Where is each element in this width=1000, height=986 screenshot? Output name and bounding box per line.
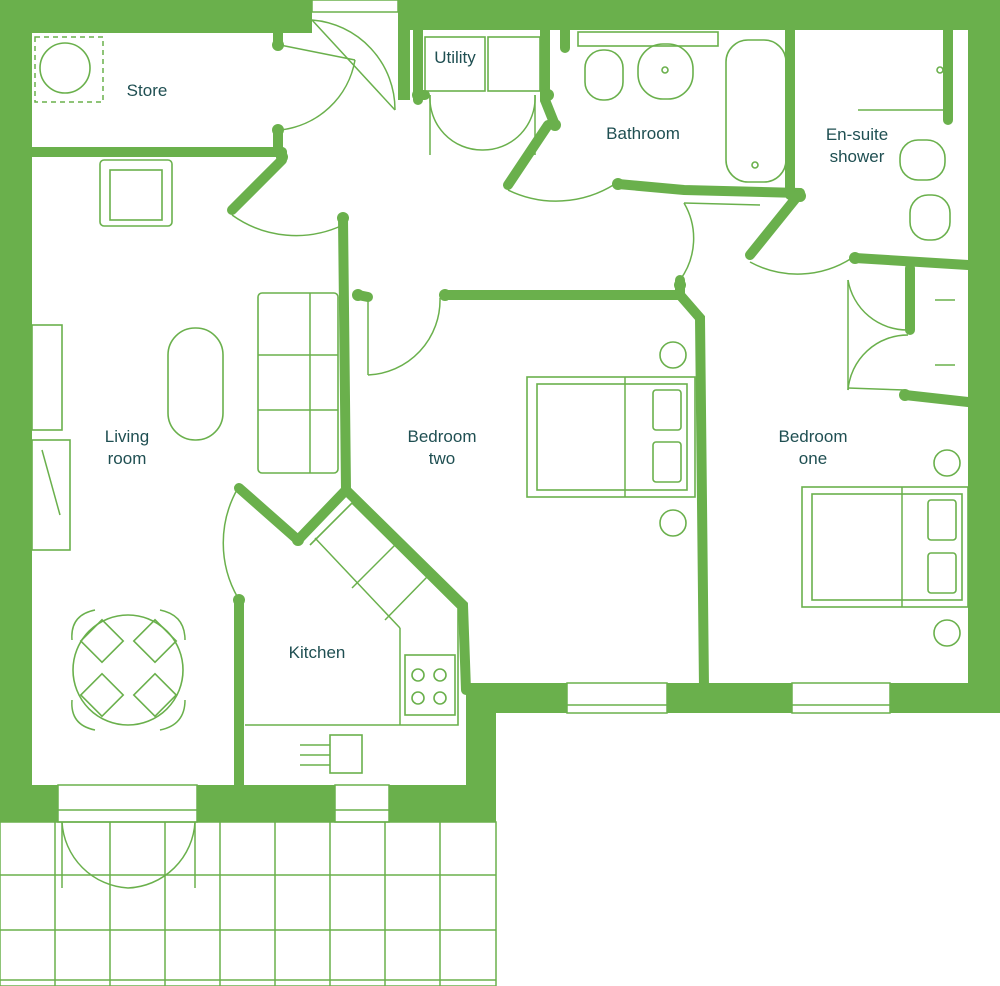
ensuite-fixtures [858,66,951,241]
room-label-utility: Utility [434,48,476,67]
living-furniture [31,159,339,731]
room-label-living: Living room [104,427,150,468]
room-label-kitchen: Kitchen [288,643,346,662]
bedroom-two-furniture [526,341,696,537]
bedroom-one-furniture [801,299,969,647]
bathroom-fixtures [577,31,787,183]
door-swings [61,19,909,889]
room-label-store: Store [126,81,168,100]
store-fixtures [34,36,104,103]
exterior-walls [0,0,1000,822]
room-label-bedroom-one: Bedroom one [778,427,848,468]
utility-fixtures [424,36,541,92]
windows [57,0,891,823]
wall-joints [233,39,911,606]
room-label-bedroom-two: Bedroom two [407,427,477,468]
kitchen-fixtures [245,501,459,774]
room-label-ensuite: En-suite shower [825,125,889,166]
room-label-bathroom: Bathroom [606,124,680,143]
balcony-terrace [0,821,497,986]
